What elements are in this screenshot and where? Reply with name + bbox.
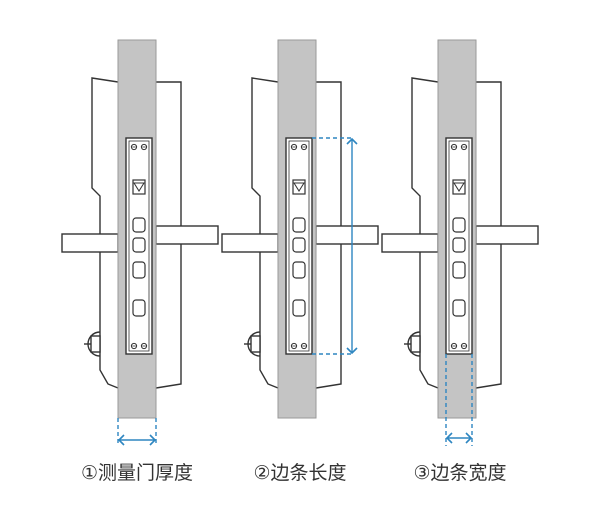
- thumb-turn-base: [90, 335, 101, 353]
- faceplate-inner: [448, 140, 470, 352]
- inner-housing-outline: [411, 77, 439, 389]
- width-arrow-left: [445, 432, 453, 444]
- inner-housing-outline: [251, 77, 279, 389]
- thickness-arrow-left: [117, 434, 125, 446]
- faceplate-inner: [128, 140, 150, 352]
- caption-door-thickness: ①测量门厚度: [80, 462, 194, 484]
- lock-diagram-1: [61, 39, 219, 446]
- length-arrow-bottom: [346, 347, 358, 355]
- inner-housing-outline: [91, 77, 119, 389]
- outer-handle: [475, 225, 539, 245]
- thumb-turn-base: [410, 335, 421, 353]
- caption-faceplate-length: ②边条长度: [253, 462, 347, 484]
- caption-faceplate-width: ③边条宽度: [413, 462, 507, 484]
- inner-handle: [381, 233, 439, 253]
- faceplate-inner: [288, 140, 310, 352]
- length-arrow-top: [346, 137, 358, 145]
- bolt-slot: [452, 261, 466, 279]
- latch-bevel: [293, 182, 305, 192]
- bolt-slot: [452, 299, 466, 317]
- latch-bevel: [453, 182, 465, 192]
- thickness-arrow-right: [149, 434, 157, 446]
- outer-handle: [315, 225, 379, 245]
- bolt-slot: [292, 217, 306, 233]
- outer-handle: [155, 225, 219, 245]
- lock-diagram-2: [221, 39, 379, 419]
- bolt-slot: [132, 299, 146, 317]
- bolt-slot: [132, 261, 146, 279]
- bolt-slot: [452, 237, 466, 253]
- width-arrow-right: [465, 432, 473, 444]
- bolt-slot: [132, 217, 146, 233]
- lock-diagram-3: [381, 39, 539, 446]
- bolt-slot: [292, 237, 306, 253]
- bolt-slot: [292, 261, 306, 279]
- latch-bevel: [133, 182, 145, 192]
- bolt-slot: [292, 299, 306, 317]
- inner-handle: [61, 233, 119, 253]
- thumb-turn-base: [250, 335, 261, 353]
- bolt-slot: [132, 237, 146, 253]
- bolt-slot: [452, 217, 466, 233]
- inner-handle: [221, 233, 279, 253]
